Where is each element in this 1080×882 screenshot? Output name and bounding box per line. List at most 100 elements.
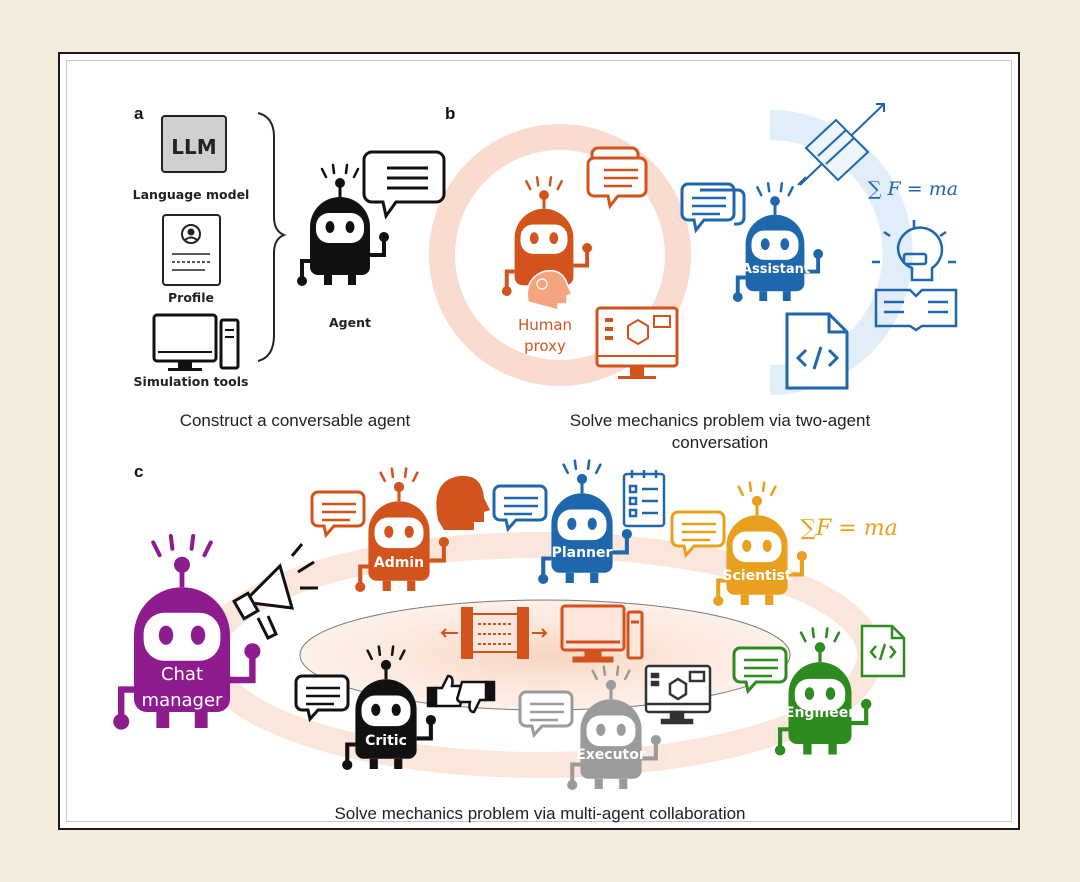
equation-c: ∑F = ma [800,516,898,541]
robot-signal [379,471,386,483]
checklist-icon [622,470,666,528]
robot-hand [501,286,512,296]
robot-signal [352,167,360,179]
robot-antenna-tip [576,473,588,485]
robot-arm [370,239,386,257]
robot-face [751,230,799,260]
robot-leg [828,744,837,755]
panel-c-letter: c [134,462,144,481]
robot-eye [325,221,335,233]
robot-arm [117,686,134,719]
admin-robot [355,467,449,593]
human-proxy-label-line1: Human [517,316,573,334]
panel-b-caption-line2: conversation [671,433,769,452]
robot-hand [113,713,130,730]
simulation-monitor-icon [595,306,679,379]
executor-label: Executor [576,747,646,763]
robot-arm [345,742,356,763]
robot-signal [624,669,631,681]
critic-chat-icon [294,674,350,723]
robot-eye [384,525,394,538]
robot-antenna-tip [751,495,763,507]
robot-eye [391,703,401,716]
planner-robot [538,459,632,585]
robot-face [361,695,411,727]
robot-arm [787,558,804,577]
robot-eye [404,525,414,538]
code-file-icon [785,312,849,390]
scientist-label: Scientist [722,568,792,584]
robot-arm [416,722,433,741]
robot-hand [732,292,743,302]
chat-manager-robot [113,533,261,730]
assistant-robot [732,182,824,302]
simulation-tools-icon [152,313,240,371]
panel-a-caption: Construct a conversable agent [179,411,411,430]
robot-signal [799,631,807,643]
robot-antenna-tip [380,659,392,671]
robot-signal [168,533,175,551]
robot-hand [813,249,824,259]
robot-signal [748,481,753,493]
robot-hand [774,745,786,756]
robot-signal [202,540,213,558]
robot-signal [344,163,349,175]
robot-signal [556,180,563,191]
planner-chat-icon [492,484,548,533]
human-proxy-label-line2: proxy [524,337,566,355]
robot-hand [582,243,593,253]
robot-signal [779,182,784,193]
panel-b-caption-line1: Solve mechanics problem via two-agent [569,411,871,430]
beam-test-icon [440,607,548,659]
admin-chat-icon [310,490,366,539]
robot-hand [650,734,661,746]
robot-hand [379,232,389,242]
robot-signal [390,645,395,657]
robot-arm [504,269,515,290]
robot-signal [331,163,336,175]
robot-face [520,224,568,254]
robot-leg [156,712,170,728]
planner-label: Planner [551,545,613,561]
robot-leg [194,712,208,728]
robot-eye [158,625,174,645]
robot-hand [342,759,353,771]
simulation-monitor-icon [644,664,712,725]
chat-manager-label-line1: Chat [160,664,204,685]
robot-signal [602,665,607,677]
robot-signal [595,463,602,475]
robot-hand [796,550,807,562]
robot-eye [549,232,559,245]
robot-eye [760,238,770,251]
robot-hand [567,779,578,791]
robot-signal [591,669,598,681]
robot-leg [348,275,356,285]
simulation-tools-label: Simulation tools [133,374,249,389]
robot-arm [230,654,256,684]
chat-manager-label-line2: manager [141,690,223,711]
robot-signal [615,665,620,677]
robot-face [557,509,607,541]
robot-hand [713,595,724,607]
robot-antenna-tip [605,679,617,691]
robot-arm [778,727,789,749]
robot-arm [358,564,369,585]
robot-leg [394,758,403,769]
scientist-robot [713,481,807,607]
robot-antenna-tip [393,481,405,493]
language-model-label: Language model [132,187,250,202]
profile-label: Profile [168,290,214,305]
robot-eye [371,703,381,716]
lightbulb-book-icon [872,220,958,332]
agent-label: Agent [329,315,371,330]
assistant-chat-icon [680,182,746,234]
robot-hand [244,643,261,660]
robot-signal [824,627,829,639]
robot-leg [803,744,812,755]
code-file-icon [860,624,906,678]
robot-leg [740,594,749,605]
robot-arm [612,536,629,555]
robot-hand [860,698,872,710]
robot-arm [541,556,552,577]
robot-eye [596,723,606,736]
